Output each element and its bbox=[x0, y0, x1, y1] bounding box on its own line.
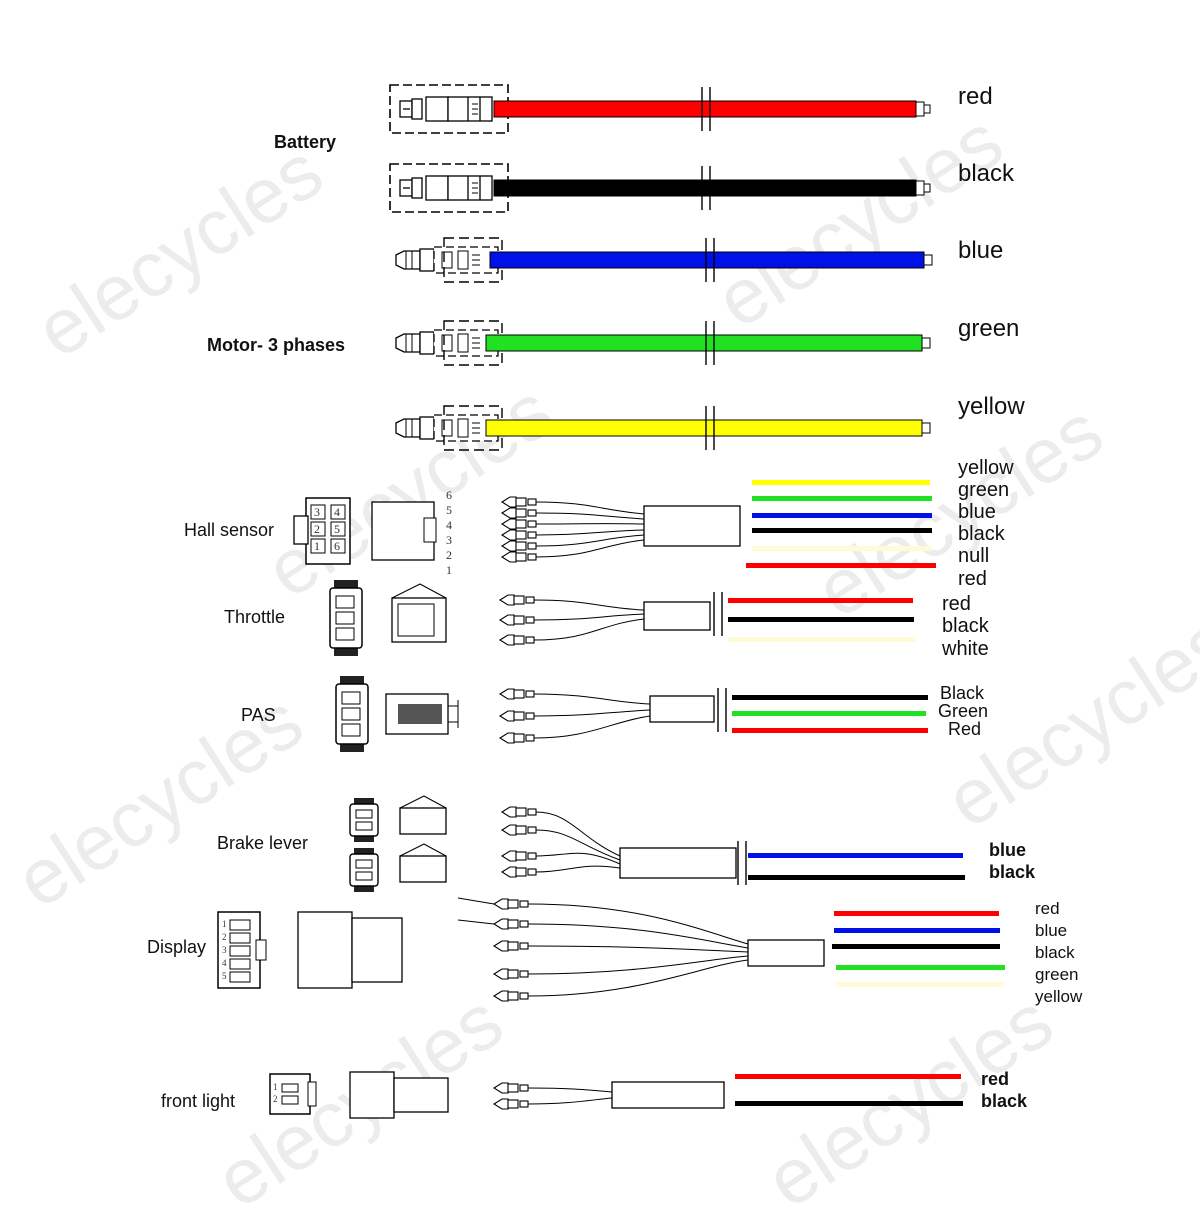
display-wire-label: blue bbox=[1035, 921, 1068, 940]
display-pin-number: 5 bbox=[222, 971, 227, 981]
hall-socket-icon bbox=[293, 497, 351, 565]
battery-label: Battery bbox=[274, 132, 337, 152]
hall-socket-pin: 4 bbox=[334, 505, 340, 519]
motor-wire-label: green bbox=[958, 315, 1020, 342]
throttle-socket-icon bbox=[329, 579, 363, 657]
hall-pin-number: 5 bbox=[446, 503, 452, 517]
front-light-pin-number: 2 bbox=[273, 1094, 278, 1104]
throttle-harness bbox=[499, 591, 916, 646]
pas-socket-icon bbox=[335, 675, 369, 753]
hall-pin-number: 6 bbox=[446, 488, 452, 502]
display-socket-icon bbox=[217, 911, 267, 989]
hall-wire-colors bbox=[746, 480, 936, 568]
front-light-label: front light bbox=[161, 1091, 236, 1111]
hall-wire-label: blue bbox=[958, 501, 996, 523]
battery-black-cable bbox=[389, 163, 931, 213]
hall-wire-label: null bbox=[958, 545, 990, 567]
front-light-socket-icon bbox=[269, 1073, 317, 1115]
hall-pin-number: 3 bbox=[446, 533, 452, 547]
pas-harness bbox=[499, 687, 928, 744]
display-label: Display bbox=[147, 937, 207, 957]
hall-wire-label: green bbox=[958, 479, 1010, 501]
hall-pin-number: 2 bbox=[446, 548, 452, 562]
display-pin-number: 2 bbox=[222, 932, 227, 942]
hall-pin-number: 4 bbox=[446, 518, 452, 532]
pas-wire-label: Green bbox=[938, 701, 989, 721]
hall-plug-icon bbox=[371, 501, 437, 561]
display-wire-label: yellow bbox=[1035, 987, 1083, 1006]
throttle-wire-label: red bbox=[942, 593, 971, 615]
throttle-wire-label: black bbox=[942, 615, 989, 637]
hall-sensor-label: Hall sensor bbox=[184, 520, 275, 540]
brake-harness bbox=[501, 806, 965, 886]
hall-wire-label: red bbox=[958, 568, 987, 590]
front-light-plug-icon bbox=[349, 1071, 449, 1119]
hall-socket-pin: 1 bbox=[314, 539, 320, 553]
throttle-wire-label: white bbox=[942, 638, 989, 660]
hall-pin-number: 1 bbox=[446, 563, 452, 577]
motor-wire-label: blue bbox=[958, 237, 1004, 264]
battery-wire-label: black bbox=[958, 160, 1015, 187]
brake-plug-icon bbox=[399, 795, 447, 883]
display-harness bbox=[457, 897, 1005, 1002]
pas-plug-icon bbox=[385, 693, 459, 735]
display-wire-label: green bbox=[1035, 965, 1079, 984]
battery-wire-label: red bbox=[958, 83, 993, 110]
motor-green-cable bbox=[395, 320, 931, 366]
pas-wire-label: Red bbox=[948, 719, 982, 739]
motor-wire-label: yellow bbox=[958, 393, 1025, 420]
display-wire-label: red bbox=[1035, 899, 1060, 918]
hall-socket-pin: 5 bbox=[334, 522, 340, 536]
display-pin-number: 1 bbox=[222, 919, 227, 929]
hall-socket-pin: 6 bbox=[334, 539, 340, 553]
display-wire-label: black bbox=[1035, 943, 1075, 962]
brake-wire-label: blue bbox=[989, 840, 1027, 860]
hall-socket-pin: 3 bbox=[314, 505, 320, 519]
brake-wire-label: black bbox=[989, 862, 1036, 882]
wiring-diagram: elecycles elecycles elecycles elecycles … bbox=[1, 83, 1200, 1225]
hall-harness bbox=[501, 496, 741, 563]
battery-red-cable bbox=[389, 84, 931, 134]
front-light-wire-label: red bbox=[981, 1069, 1010, 1089]
front-light-wire-label: black bbox=[981, 1091, 1028, 1111]
brake-socket-icon bbox=[349, 798, 379, 892]
throttle-label: Throttle bbox=[224, 607, 286, 627]
throttle-plug-icon bbox=[391, 583, 447, 643]
front-light-pin-number: 1 bbox=[273, 1082, 278, 1092]
diagram-graphics bbox=[217, 84, 1005, 1119]
display-plug-icon bbox=[297, 911, 403, 989]
motor-yellow-cable bbox=[395, 405, 931, 451]
hall-wire-label: yellow bbox=[958, 457, 1014, 479]
pas-label: PAS bbox=[241, 705, 276, 725]
brake-lever-label: Brake lever bbox=[217, 833, 309, 853]
motor-label: Motor- 3 phases bbox=[207, 335, 346, 355]
hall-wire-label: black bbox=[958, 523, 1005, 545]
hall-socket-pin: 2 bbox=[314, 522, 320, 536]
display-pin-number: 4 bbox=[222, 958, 227, 968]
pas-wire-label: Black bbox=[940, 683, 985, 703]
display-pin-number: 3 bbox=[222, 945, 227, 955]
motor-blue-cable bbox=[395, 237, 933, 283]
front-light-harness bbox=[493, 1074, 963, 1110]
